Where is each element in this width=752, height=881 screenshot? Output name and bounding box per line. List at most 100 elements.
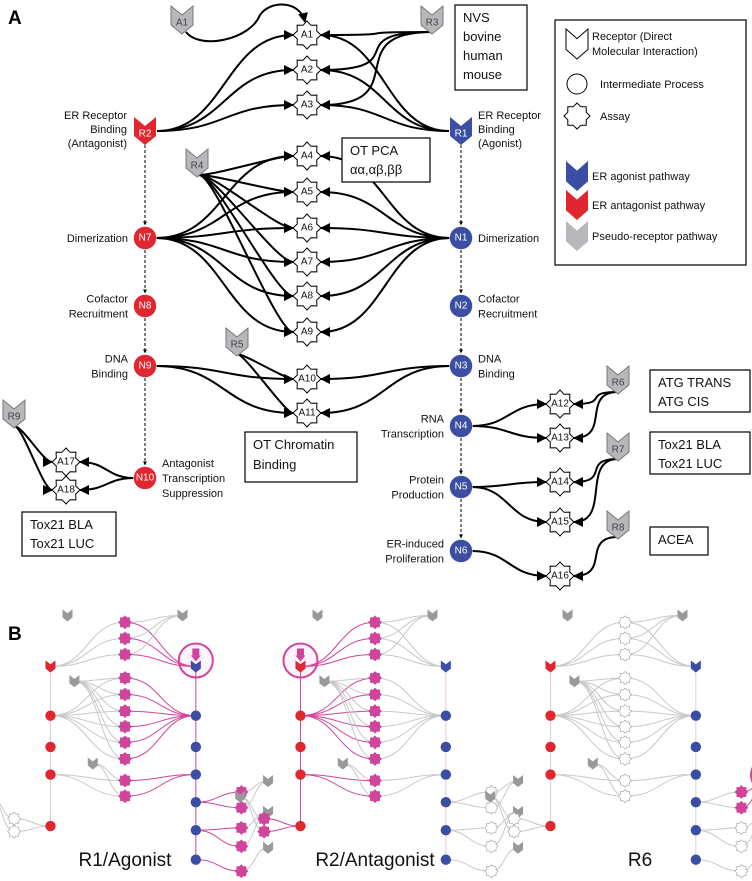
receptor-node-r3b[interactable]: A1 [170,4,194,35]
receptor-node-r6[interactable]: R6 [606,364,630,395]
edge-r2-a3 [156,100,294,132]
assay-node-a8[interactable]: A8 [292,281,322,311]
receptor-chevron-icon [450,117,472,145]
assay-node-a14[interactable]: A14 [545,467,575,497]
intermediate-node-n6[interactable]: N6 [449,539,473,563]
intermediate-node-n7[interactable]: N7 [133,226,157,250]
receptor-node-r2[interactable]: R2 [134,117,156,145]
receptor-node-r5[interactable]: R5 [225,326,249,357]
mini-edge [695,859,742,872]
mini-assay-node [484,800,499,815]
assay-node-a10[interactable]: A10 [292,364,322,394]
network-view-r1-agonist[interactable] [0,609,274,879]
mini-assay-node [368,735,382,750]
edge-r6-a12 [573,391,619,409]
mini-edge [324,680,376,760]
mini-assay-node [257,811,272,826]
mini-edge [550,677,626,717]
legend-item-receptor-pseudo: Pseudo-receptor pathway [566,221,718,251]
intermediate-node-n2[interactable]: N2 [449,294,473,318]
intermediate-node-n10[interactable]: N10 [133,466,157,490]
mini-assay-node [368,647,382,662]
mini-assay-node [734,839,749,854]
assay-node-a6[interactable]: A6 [292,213,322,243]
mini-edge [324,677,376,682]
receptor-node-r3[interactable]: R3 [420,4,444,35]
receptor-chevron-icon [606,364,630,395]
selection-marker-icon [296,648,304,656]
mini-assay-node [118,671,132,685]
edge-n7-a9 [155,237,294,337]
mini-assay-node [118,735,132,750]
mini-intermediate-node [190,825,202,836]
receptor-node-r8[interactable]: R8 [606,509,630,540]
mini-assay-node [118,719,132,734]
assay-node-a7[interactable]: A7 [292,247,322,277]
selection-arrow-icon [295,655,306,662]
assay-node-a4[interactable]: A4 [292,141,322,171]
assay-node-a17[interactable]: A17 [51,447,81,477]
assay-node-a16[interactable]: A16 [545,561,575,591]
mini-assay-node [484,820,499,835]
intermediate-node-n4[interactable]: N4 [449,414,473,438]
assay-node-a5[interactable]: A5 [292,177,322,207]
assay-node-a13[interactable]: A13 [545,423,575,453]
mini-assay-node [618,687,632,702]
mini-edge [695,829,742,847]
mini-edge [624,694,696,717]
assay-node-a1[interactable]: A1 [292,20,322,50]
assay-node-a9[interactable]: A9 [292,317,322,347]
assay-group-acea-text: ACEA [658,532,694,547]
edges [13,3,619,581]
mini-edge [124,715,196,743]
intermediate-node-n9[interactable]: N9 [133,354,157,378]
assay-node-a2[interactable]: A2 [292,55,322,85]
assay-star-icon [292,213,322,243]
edge-n7-a4 [155,151,294,239]
edge-n6-a16 [471,550,547,581]
assay-node-a18[interactable]: A18 [51,475,81,505]
intermediate-circle-icon [133,354,157,378]
mini-edge [374,614,433,655]
assay-node-a12[interactable]: A12 [545,389,575,419]
legend-item-receptor-agonist: ER agonist pathway [566,161,690,191]
assay-label: A10 [298,374,316,385]
receptor-node-r7[interactable]: R7 [606,431,630,462]
intermediate-node-n1[interactable]: N1 [449,226,473,250]
receptor-label: A1 [176,18,189,29]
mini-edge [300,774,376,797]
assay-node-a11[interactable]: A11 [292,398,322,428]
intermediate-node-n5[interactable]: N5 [449,475,473,499]
mini-assay-node [368,631,382,646]
network-view-r6[interactable] [485,609,752,879]
intermediate-node-n8[interactable]: N8 [133,294,157,318]
network-view-r2-antagonist[interactable] [235,609,524,879]
mini-edge [195,827,242,831]
assay-label: A17 [57,457,75,468]
assay-node-a15[interactable]: A15 [545,507,575,537]
receptor-chevron-icon [606,431,630,462]
edge-r2-a2 [156,65,294,132]
mini-intermediate-node [545,710,556,721]
mini-assay-node [368,789,382,804]
mini-edge [195,859,242,872]
edge-r1-a3 [320,100,450,132]
receptor-node-r9[interactable]: R9 [2,398,26,429]
mini-intermediate-node [690,769,702,780]
intermediate-node-n3[interactable]: N3 [449,354,473,378]
mini-edge [374,715,446,760]
mini-assay-node [618,773,632,788]
assay-label: A1 [301,30,314,41]
intermediate-circle-icon [133,294,157,318]
receptor-node-r4[interactable]: R4 [185,147,209,178]
receptor-node-r1[interactable]: R1 [450,117,472,145]
assay-node-a3[interactable]: A3 [292,90,322,120]
mini-edge [124,614,183,655]
mini-intermediate-node [690,825,702,836]
